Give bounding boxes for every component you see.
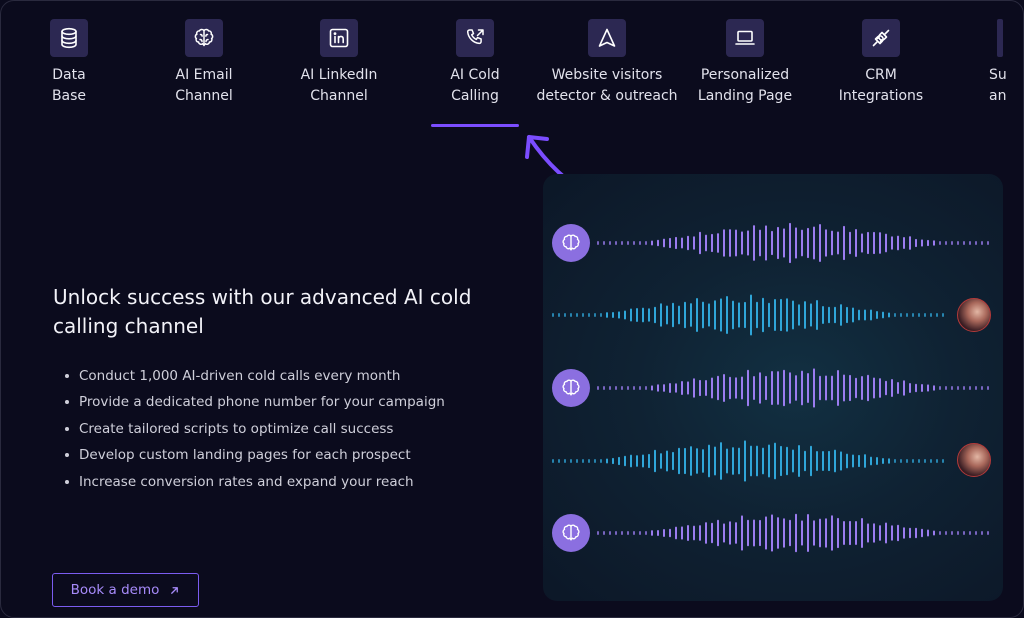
- ai-avatar: [552, 369, 590, 407]
- tab-label: Data Base: [51, 67, 87, 104]
- database-icon: [50, 19, 88, 57]
- arrow-up-right-icon: [171, 586, 179, 594]
- list-item: Conduct 1,000 AI-driven cold calls every…: [63, 363, 445, 389]
- waveform-visualization: [552, 222, 989, 553]
- plug-icon: [862, 19, 900, 57]
- tab-crm-integrations[interactable]: CRM Integrations: [813, 19, 949, 107]
- tab-label: AI Email Channel: [175, 67, 233, 104]
- tab-label: CRM Integrations: [838, 67, 924, 104]
- brain-icon: [562, 379, 580, 396]
- prospect-avatar: [957, 443, 991, 477]
- tab-data-base[interactable]: Data Base: [1, 19, 137, 107]
- partial-icon: [997, 19, 1003, 57]
- ai-avatar: [552, 514, 590, 552]
- list-item: Create tailored scripts to optimize call…: [63, 416, 445, 442]
- section-headline: Unlock success with our advanced AI cold…: [53, 285, 472, 338]
- linkedin-icon: [320, 19, 358, 57]
- brain-icon: [562, 524, 580, 541]
- tab-partial[interactable]: Su an: [969, 19, 1023, 107]
- book-demo-button[interactable]: Book a demo: [52, 573, 199, 607]
- tab-ai-cold-calling[interactable]: AI Cold Calling: [407, 19, 543, 107]
- feature-tabs: Data Base AI Email Channel: [1, 1, 1023, 131]
- laptop-icon: [726, 19, 764, 57]
- tab-website-visitors-detector[interactable]: Website visitors detector & outreach: [534, 19, 680, 107]
- tab-ai-linkedin-channel[interactable]: AI LinkedIn Channel: [271, 19, 407, 107]
- call-waveform-panel: [543, 174, 1003, 601]
- brain-icon: [185, 19, 223, 57]
- tab-ai-email-channel[interactable]: AI Email Channel: [136, 19, 272, 107]
- tab-label: Website visitors detector & outreach: [536, 67, 678, 104]
- ai-avatar: [552, 224, 590, 262]
- phone-call-icon: [456, 19, 494, 57]
- tab-label: AI Cold Calling: [450, 67, 500, 104]
- brain-icon: [562, 234, 580, 251]
- feature-bullet-list: Conduct 1,000 AI-driven cold calls every…: [63, 363, 445, 495]
- navigation-icon: [588, 19, 626, 57]
- prospect-avatar: [957, 298, 991, 332]
- tab-label: Su an: [989, 67, 1007, 104]
- list-item: Increase conversion rates and expand you…: [63, 469, 445, 495]
- list-item: Provide a dedicated phone number for you…: [63, 389, 445, 415]
- book-demo-label: Book a demo: [70, 582, 160, 598]
- active-tab-indicator: [431, 124, 519, 127]
- tab-label: AI LinkedIn Channel: [300, 67, 378, 104]
- list-item: Develop custom landing pages for each pr…: [63, 442, 445, 468]
- tab-label: Personalized Landing Page: [697, 67, 793, 104]
- tab-personalized-landing-page[interactable]: Personalized Landing Page: [677, 19, 813, 107]
